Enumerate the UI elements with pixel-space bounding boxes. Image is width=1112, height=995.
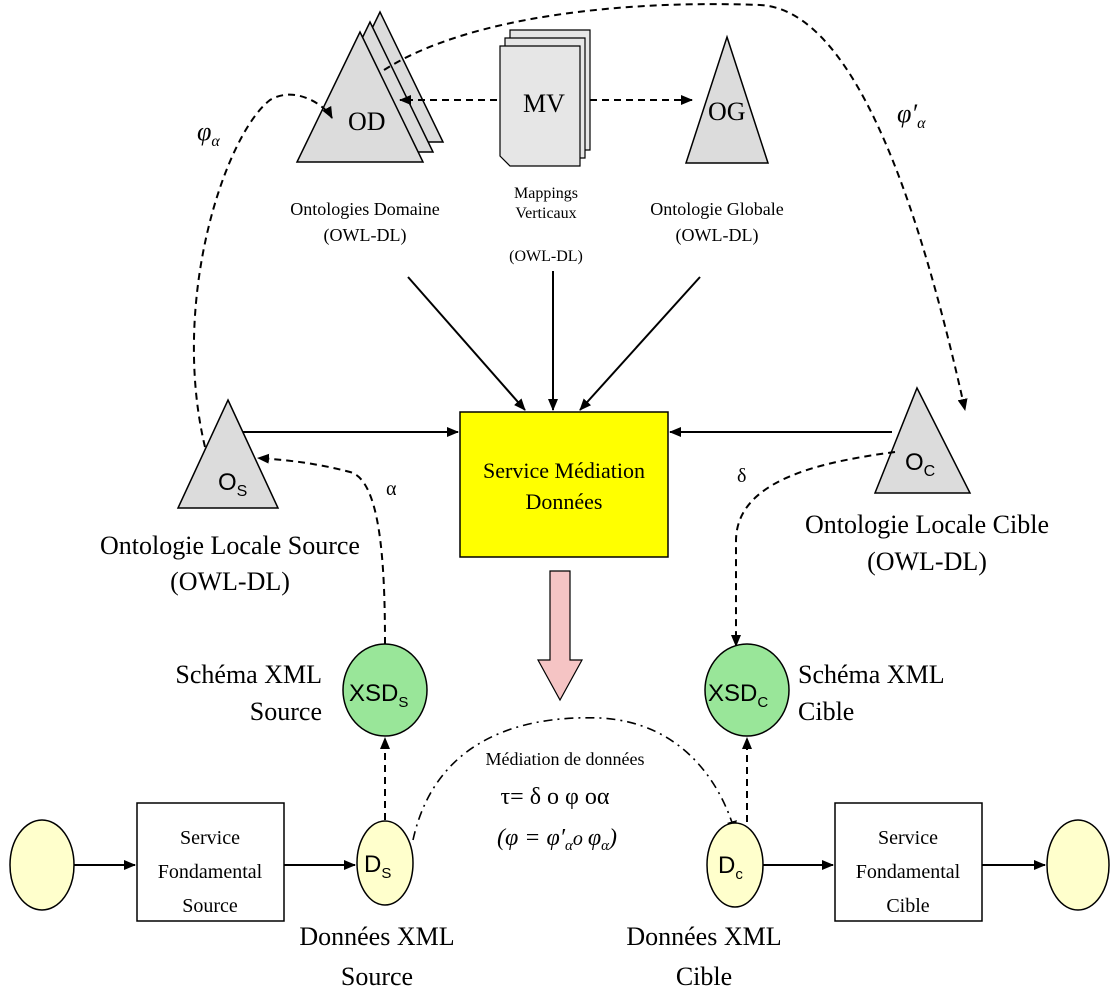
os-label: OS: [218, 469, 247, 500]
os-caption-2: (OWL-DL): [170, 567, 290, 596]
service-cible-line2: Fondamental: [856, 861, 961, 883]
input-ellipse: [9, 819, 75, 911]
mediation-composition: (φ = φ′αo φα): [497, 825, 617, 854]
oc-label: OC: [905, 449, 935, 480]
oc-caption-2: (OWL-DL): [867, 547, 987, 576]
xsd-source-caption-2: Source: [250, 697, 322, 726]
service-cible-line3: Cible: [886, 895, 929, 917]
ds-caption-2: Source: [341, 962, 413, 991]
og-to-mediation-arrow: [579, 276, 701, 411]
os-triangle: [176, 398, 280, 509]
mv-label: MV: [523, 89, 565, 118]
os-caption-1: Ontologie Locale Source: [100, 531, 360, 560]
output-ellipse: [1046, 819, 1110, 911]
mv-caption-3: (OWL-DL): [509, 248, 583, 265]
ds-ellipse: [356, 820, 414, 906]
mediation-service-line1: Service Médiation: [483, 458, 645, 483]
og-label: OG: [708, 97, 746, 126]
service-source-box: [136, 802, 285, 922]
phi-alpha-label: φα: [197, 117, 220, 150]
xsd-cible-caption-1: Schéma XML: [798, 660, 945, 689]
og-caption-2: (OWL-DL): [676, 225, 759, 246]
dc-label: Dc: [718, 852, 743, 883]
od-triangle-stack: [295, 10, 445, 163]
ds-caption-1: Données XML: [299, 922, 454, 951]
dc-caption-1: Données XML: [626, 922, 781, 951]
mediation-service-box: [459, 411, 669, 558]
service-cible-box: [834, 802, 983, 922]
mediation-title: Médiation de données: [486, 749, 645, 769]
alpha-arrow: [257, 453, 386, 645]
phi-prime-curve: [383, 3, 968, 411]
oc-caption-1: Ontologie Locale Cible: [805, 510, 1049, 539]
xsd-cible-caption-2: Cible: [798, 697, 854, 726]
mv-caption-2: Verticaux: [515, 205, 576, 222]
mediation-formula: τ= δ o φ oα: [501, 784, 610, 810]
phi-alpha-curve: [193, 93, 333, 448]
mediation-service-line2: Données: [526, 489, 603, 514]
od-label: OD: [348, 107, 386, 136]
og-caption-1: Ontologie Globale: [650, 199, 783, 219]
transform-down-arrow: [536, 570, 584, 702]
mv-caption-1: Mappings: [514, 185, 578, 202]
xsd-source-label: XSDS: [349, 680, 408, 711]
od-caption-1: Ontologies Domaine: [290, 199, 439, 219]
mv-document-stack: [499, 29, 591, 167]
alpha-label: α: [386, 478, 397, 500]
delta-arrow: [731, 451, 896, 647]
service-source-line2: Fondamental: [158, 861, 263, 883]
delta-label: δ: [737, 465, 746, 487]
od-to-mediation-arrow: [407, 276, 526, 411]
od-caption-2: (OWL-DL): [324, 225, 407, 246]
oc-triangle: [873, 386, 972, 494]
xsd-source-caption-1: Schéma XML: [175, 660, 322, 689]
xsd-cible-label: XSDC: [708, 680, 768, 711]
dc-caption-2: Cible: [676, 962, 732, 991]
xsd-cible-ellipse: [704, 643, 790, 737]
xsd-source-ellipse: [342, 643, 428, 737]
og-triangle: [684, 34, 770, 164]
ds-label: DS: [364, 851, 391, 882]
mediation-curve: [412, 716, 737, 841]
service-source-line1: Service: [180, 827, 240, 849]
service-source-line3: Source: [182, 895, 238, 917]
phi-prime-label: φ′α: [897, 99, 926, 132]
service-cible-line1: Service: [878, 827, 938, 849]
